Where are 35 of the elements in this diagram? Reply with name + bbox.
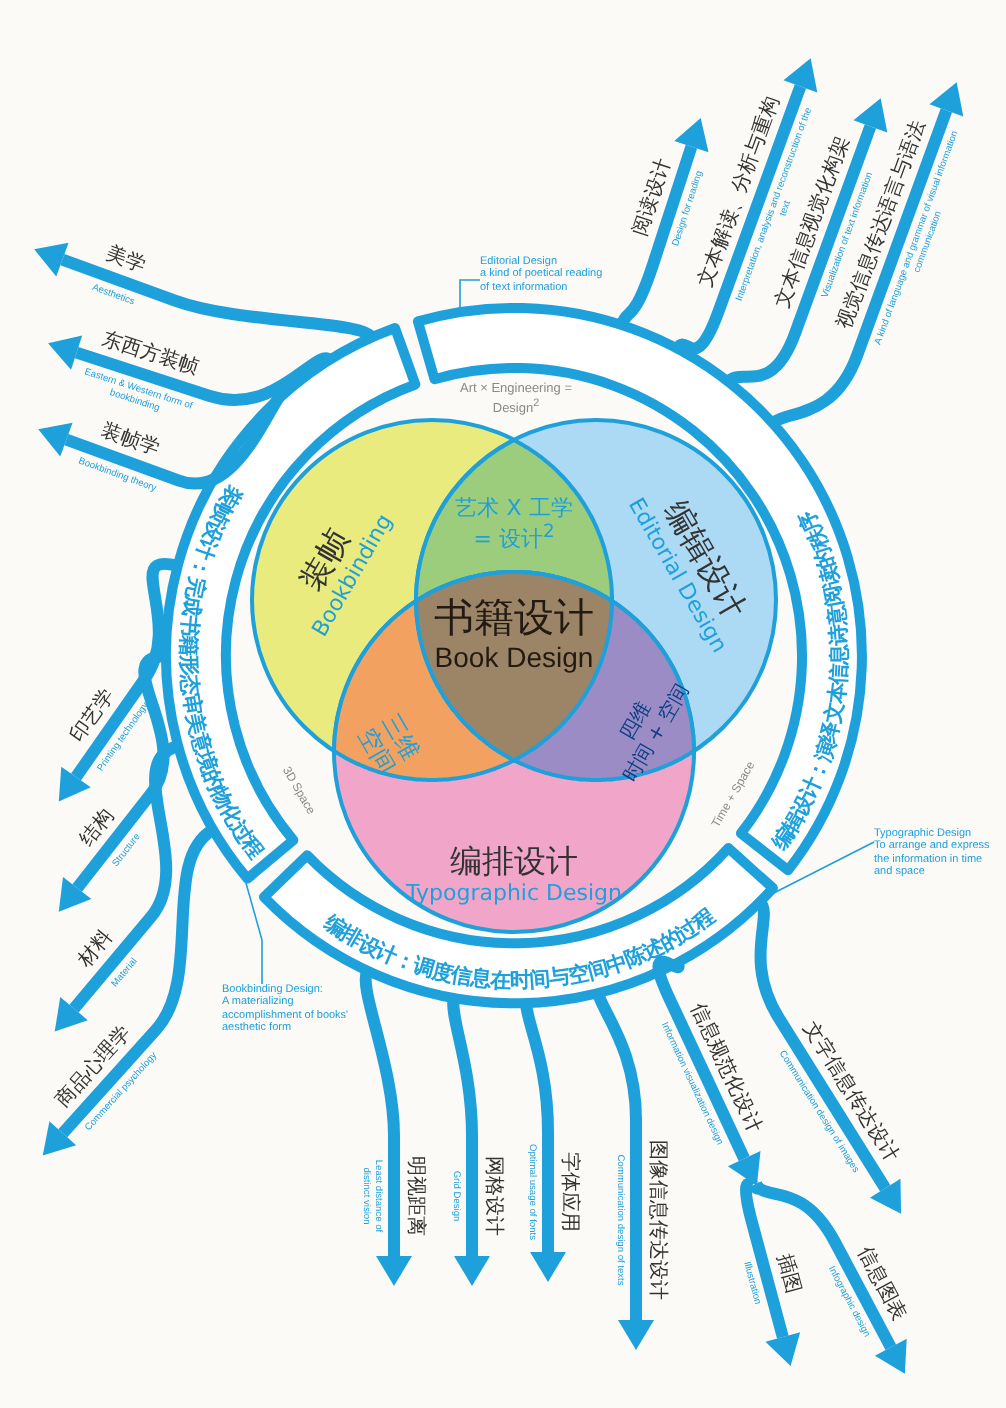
- branch-arrow: [739, 1178, 801, 1366]
- branch-arrow: [616, 118, 709, 328]
- branch-label: 明视距离: [402, 1154, 426, 1240]
- band-caption: 编辑设计：演绎文本信息诗意阅读的秩序: [767, 507, 853, 855]
- branch-label: 结构: [74, 803, 119, 851]
- branch-label: 网格设计: [480, 1154, 504, 1240]
- region-sublabel: Typographic Design: [403, 880, 624, 907]
- region-label: 编排设计: [448, 841, 580, 880]
- branch-label: 美学: [101, 241, 151, 282]
- branch-arrow: [447, 998, 490, 1286]
- branch-arrow: [58, 557, 179, 802]
- branch-arrow: [754, 898, 902, 1214]
- branch-label: 阅读设计: [628, 153, 676, 239]
- branch-arrow: [48, 335, 334, 406]
- branch-arrow: [54, 740, 181, 1032]
- region-label: 书籍设计: [431, 593, 596, 642]
- region-label: 艺术 X 工学 = 设计$^{2}$: [453, 494, 575, 553]
- branch-arrow: [42, 825, 217, 1156]
- branch-arrow: [592, 991, 654, 1350]
- branch-label: 字体应用: [556, 1150, 580, 1236]
- branch-arrow: [34, 242, 377, 343]
- branch-arrow: [652, 955, 761, 1186]
- branch-arrow: [672, 58, 818, 355]
- branch-arrow: [724, 98, 888, 387]
- branch-arrow: [751, 1180, 907, 1374]
- region-sublabel: Book Design: [432, 641, 596, 675]
- branch-arrow: [769, 82, 964, 429]
- branch-arrow: [359, 970, 412, 1286]
- branch-label: 图像信息传达设计: [644, 1138, 668, 1304]
- branch-arrow: [520, 1003, 566, 1282]
- branch-label: 材料: [73, 924, 118, 972]
- branch-arrow: [58, 650, 170, 912]
- branch-label: 插图: [769, 1249, 806, 1300]
- branch-label: 装帧学: [97, 417, 164, 461]
- band-caption: 装帧设计：完成书籍形态审美意境的物化过程: [175, 481, 267, 865]
